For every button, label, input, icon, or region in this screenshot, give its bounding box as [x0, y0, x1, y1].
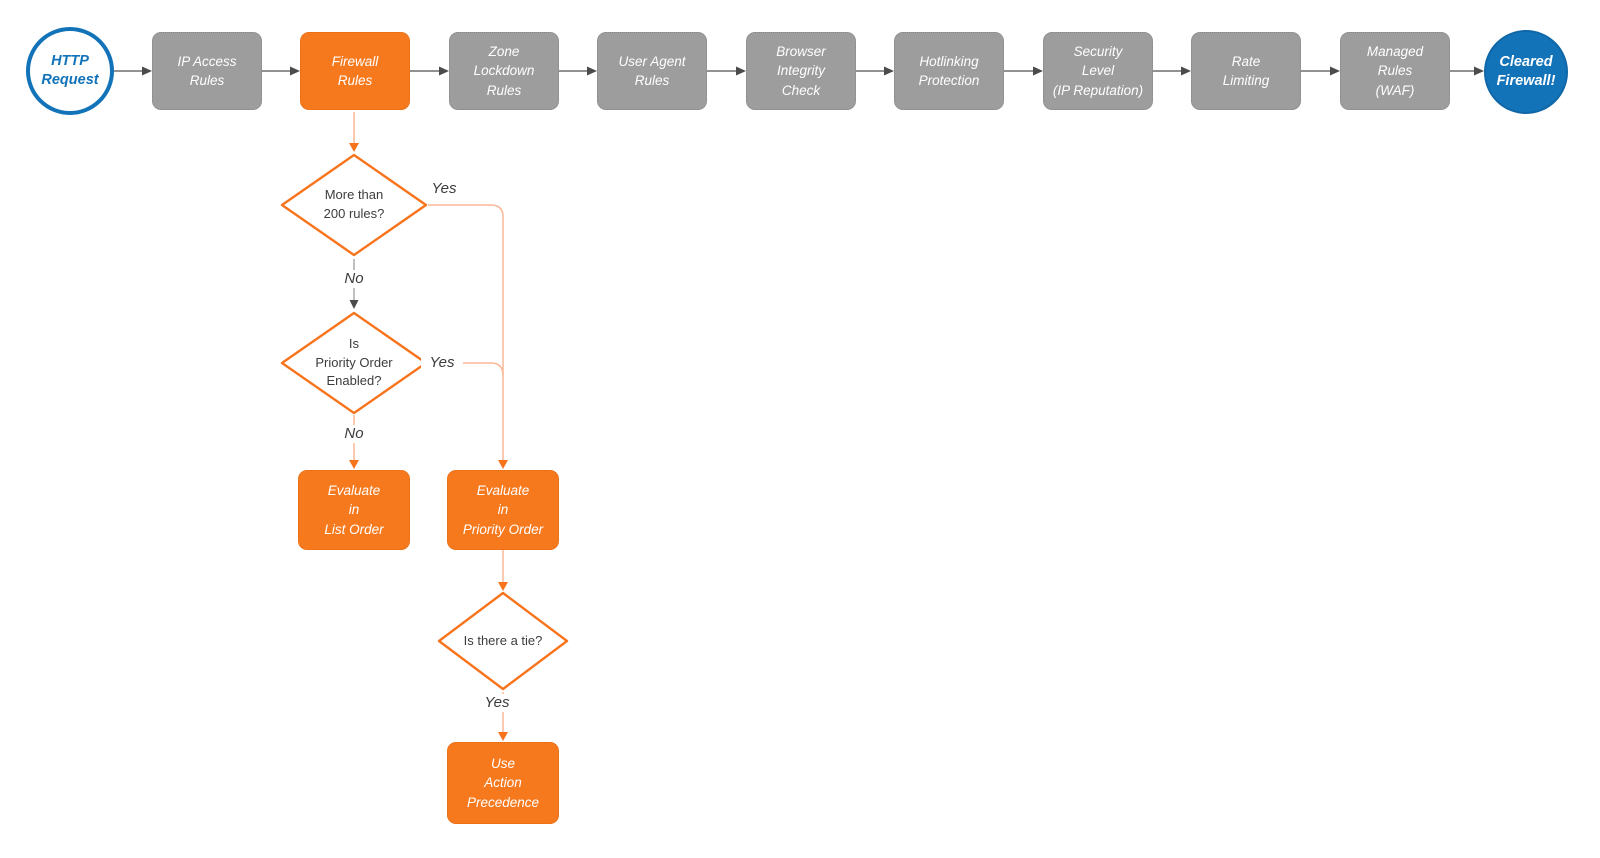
process-label: Browser Integrity Check: [776, 44, 826, 98]
process-hotlinking-protection: Hotlinking Protection: [894, 32, 1004, 110]
diamond-shape: [437, 591, 569, 691]
action-label: Use Action Precedence: [466, 755, 540, 810]
process-label: Hotlinking Protection: [918, 53, 980, 88]
process-label: IP Access Rules: [177, 53, 237, 88]
process-zone-lockdown-rules: Zone Lockdown Rules: [449, 32, 559, 110]
action-label: Evaluate in List Order: [324, 482, 384, 537]
process-label: Firewall Rules: [331, 53, 379, 88]
decision-label: Is there a tie?: [463, 632, 543, 648]
decision-priority-order-enabled: Is Priority Order Enabled?: [280, 311, 428, 415]
process-label: Zone Lockdown Rules: [473, 44, 535, 98]
diamond-shape: [280, 153, 428, 257]
edge-label-yes-priority: Yes: [421, 354, 463, 372]
process-managed-rules-waf: Managed Rules (WAF): [1340, 32, 1450, 110]
edge-label-no-200: No: [334, 270, 374, 288]
action-label: Evaluate in Priority Order: [462, 482, 544, 537]
process-label: Security Level (IP Reputation): [1052, 44, 1144, 98]
edge-label-yes-tie: Yes: [476, 694, 518, 712]
start-node-http-request: HTTP Request: [26, 27, 114, 115]
decision-more-than-200-rules: More than 200 rules?: [280, 153, 428, 257]
process-ip-access-rules: IP Access Rules: [152, 32, 262, 110]
action-use-action-precedence: Use Action Precedence: [447, 742, 559, 824]
diamond-shape: [280, 311, 428, 415]
decision-label: Is Priority Order Enabled?: [315, 335, 393, 389]
decision-label: More than 200 rules?: [323, 187, 385, 221]
decision-is-there-a-tie: Is there a tie?: [437, 591, 569, 691]
process-rate-limiting: Rate Limiting: [1191, 32, 1301, 110]
action-evaluate-list-order: Evaluate in List Order: [298, 470, 410, 550]
end-node-label: Cleared Firewall!: [1496, 54, 1556, 89]
process-security-level: Security Level (IP Reputation): [1043, 32, 1153, 110]
action-evaluate-priority-order: Evaluate in Priority Order: [447, 470, 559, 550]
process-label: User Agent Rules: [618, 53, 686, 88]
process-label: Rate Limiting: [1222, 53, 1270, 88]
edge-label-yes-200: Yes: [424, 180, 464, 198]
process-firewall-rules: Firewall Rules: [300, 32, 410, 110]
process-label: Managed Rules (WAF): [1366, 44, 1424, 98]
process-browser-integrity-check: Browser Integrity Check: [746, 32, 856, 110]
process-user-agent-rules: User Agent Rules: [597, 32, 707, 110]
start-node-label: HTTP Request: [41, 53, 99, 88]
end-node-cleared-firewall: Cleared Firewall!: [1484, 30, 1568, 114]
edge-label-no-priority: No: [334, 425, 374, 443]
